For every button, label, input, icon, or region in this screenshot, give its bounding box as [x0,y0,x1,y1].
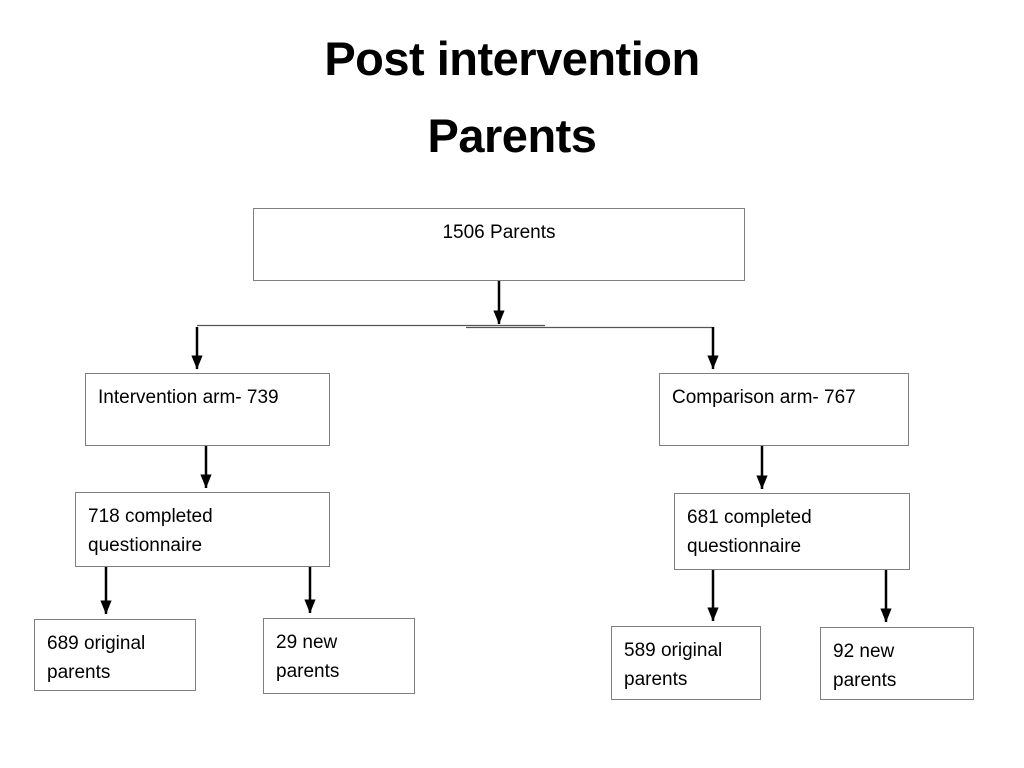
node-comp-completed-line-1: 681 completed [687,507,812,528]
node-int-original-line-1: 689 original [47,633,146,654]
node-comparison-original-parents: 589 original parents [611,626,761,700]
node-comparison-arm-label: Comparison arm- 767 [672,387,856,408]
node-int-new-line-2: parents [276,661,340,682]
node-comparison-arm: Comparison arm- 767 [659,373,909,446]
node-total-parents-label: 1506 Parents [442,222,556,243]
node-intervention-new-parents: 29 new parents [263,618,415,694]
node-intervention-arm-label: Intervention arm- 739 [98,387,279,408]
node-comp-new-line-2: parents [833,670,897,691]
node-int-original-line-2: parents [47,662,111,683]
node-intervention-completed-questionnaire: 718 completed questionnaire [75,492,330,567]
node-comp-new-line-1: 92 new [833,641,895,662]
node-comparison-completed-questionnaire: 681 completed questionnaire [674,493,910,570]
node-int-completed-line-2: questionnaire [88,535,203,556]
node-int-completed-line-1: 718 completed [88,506,213,527]
node-comp-original-line-2: parents [624,669,688,690]
slide-title-line-2: Parents [427,109,597,162]
node-comparison-new-parents: 92 new parents [820,627,974,700]
node-intervention-original-parents: 689 original parents [34,619,196,691]
node-intervention-arm: Intervention arm- 739 [85,373,330,446]
node-comp-completed-line-2: questionnaire [687,536,802,557]
node-total-parents: 1506 Parents [253,208,745,281]
slide-title: Post intervention Parents [0,20,1024,174]
slide-title-line-1: Post intervention [324,32,700,85]
node-comp-original-line-1: 589 original [624,640,723,661]
node-int-new-line-1: 29 new [276,632,338,653]
